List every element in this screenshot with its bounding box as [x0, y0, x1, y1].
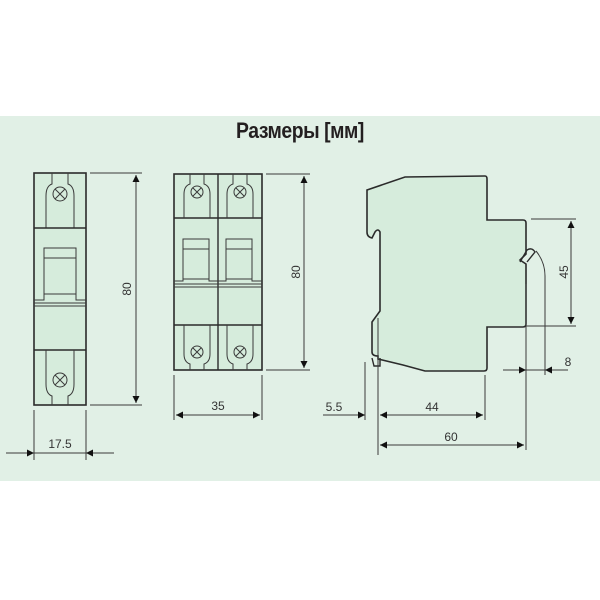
- side-view-dimensions: 45 8 5.5 44 60: [323, 218, 576, 455]
- single-pole-height-label: 80: [120, 282, 134, 296]
- double-pole-dimensions: 80 35: [173, 173, 310, 420]
- double-pole-width-label: 35: [211, 399, 225, 413]
- side-total-depth-label: 60: [444, 430, 458, 444]
- side-front-depth-label: 45: [557, 265, 571, 279]
- side-view: [366, 175, 536, 372]
- side-toggle-label: 8: [565, 355, 572, 369]
- side-body-depth-label: 44: [425, 400, 439, 414]
- side-rail-offset-label: 5.5: [326, 400, 343, 414]
- single-pole-width-label: 17.5: [48, 437, 72, 451]
- single-pole-dimensions: 80 17.5: [6, 172, 142, 460]
- single-pole-front-view: [33, 172, 87, 406]
- diagram-title: Размеры [мм]: [236, 118, 364, 143]
- double-pole-front-view: [173, 173, 263, 371]
- double-pole-height-label: 80: [289, 265, 303, 279]
